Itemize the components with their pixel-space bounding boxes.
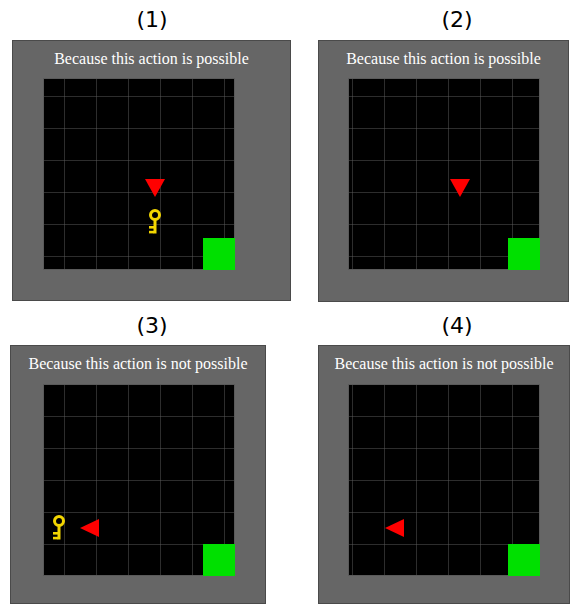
panel-caption: Because this action is possible [13, 49, 290, 69]
panel-box: (1)Because this action is possible [12, 40, 291, 301]
panel-number: (1) [102, 7, 202, 33]
panel-caption: Because this action is possible [319, 49, 568, 69]
panel-caption: Because this action is not possible [319, 354, 569, 374]
panel-box: (4)Because this action is not possible [318, 345, 570, 604]
panel-number: (4) [407, 313, 507, 339]
panel-number: (2) [407, 7, 507, 33]
panel-box: (2)Because this action is possible [318, 40, 569, 302]
panel-box: (3)Because this action is not possible [10, 345, 266, 604]
panel-number: (3) [102, 313, 202, 339]
panel-caption: Because this action is not possible [11, 354, 265, 374]
